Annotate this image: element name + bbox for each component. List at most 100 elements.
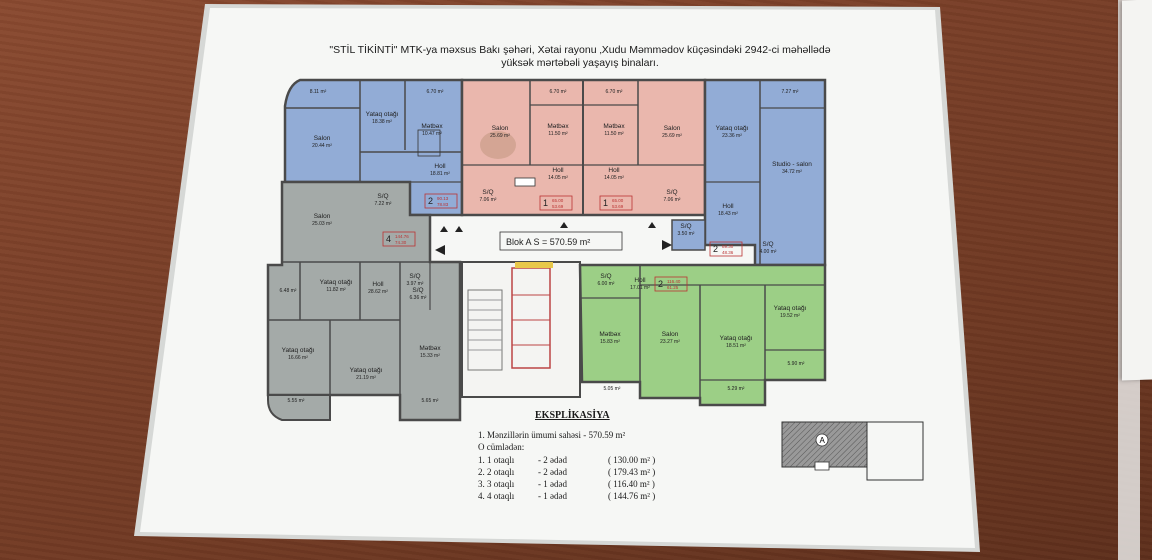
room-name: Mətbəx: [421, 123, 443, 130]
room-area: 6.70 m²: [427, 89, 444, 95]
room-area: 14.05 m²: [604, 175, 624, 181]
room-area: 11.50 m²: [548, 131, 568, 137]
room-name: S/Q: [409, 273, 420, 280]
room-area: 6.48 m²: [280, 288, 297, 294]
room-area: 18.51 m²: [726, 343, 746, 349]
apartment-green: [578, 263, 827, 407]
apartment-grey-left: [266, 180, 462, 422]
apartment-tag-box: [539, 195, 573, 211]
room-area: 18.43 m²: [718, 211, 738, 217]
apartment-living-area: 74.30: [395, 240, 407, 245]
row-name: 4. 4 otaqlı: [478, 491, 515, 501]
apartment-room-count: 2: [428, 196, 433, 206]
room-area: 18.38 m²: [372, 119, 392, 125]
plan-title: "STİL TİKİNTİ" MTK-ya məxsus Bakı şəhəri…: [315, 44, 845, 70]
room-area: 10.47 m²: [422, 131, 442, 137]
explication-title: EKSPLİKASİYA: [535, 410, 610, 421]
apartment-room-count: 4: [386, 234, 391, 244]
stair-core: [461, 261, 581, 398]
room-name: Yataq otağı: [282, 347, 315, 354]
row-area: ( 144.76 m² ): [608, 491, 656, 501]
site-plan-inset: A: [781, 421, 924, 481]
apartment-total-area: 116.40: [667, 279, 681, 284]
room-name: Studio - salon: [772, 161, 812, 168]
explication-row: 2. 2 otaqlı - 2 ədəd ( 179.43 m² ): [478, 467, 655, 477]
room-area: 5.65 m²: [422, 398, 439, 404]
room-area: 19.52 m²: [780, 313, 800, 319]
row-count: - 2 ədəd: [538, 467, 567, 477]
room-name: Holl: [372, 281, 384, 288]
room-area: 20.44 m²: [312, 143, 332, 149]
title-line-1: "STİL TİKİNTİ" MTK-ya məxsus Bakı şəhəri…: [329, 44, 831, 56]
row-name: 3. 3 otaqlı: [478, 479, 515, 489]
room-area: 25.69 m²: [490, 133, 510, 139]
apartment-total-area: 144.76: [395, 234, 409, 239]
apartment-total-area: 65.00: [552, 198, 564, 203]
room-area: 6.70 m²: [550, 89, 567, 95]
room-area: 15.83 m²: [600, 339, 620, 345]
room-name: Yataq otağı: [720, 335, 753, 342]
room-name: S/Q: [680, 223, 691, 230]
apartment-room-count: 1: [603, 198, 608, 208]
room-area: 34.72 m²: [782, 169, 802, 175]
room-name: Mətbəx: [599, 331, 621, 338]
room-area: 5.55 m²: [288, 398, 305, 404]
room-area: 8.11 m²: [310, 89, 327, 95]
title-line-2: yüksək mərtəbəli yaşayış binaları.: [501, 57, 659, 69]
room-area: 6.36 m²: [410, 295, 427, 301]
row-area: ( 130.00 m² ): [608, 455, 656, 465]
room-name: Yataq otağı: [366, 111, 399, 118]
room-area: 7.06 m²: [664, 197, 681, 203]
room-name: S/Q: [762, 241, 773, 248]
row-name: 2. 2 otaqlı: [478, 467, 515, 477]
explication-row: 1. 1 otaqlı - 2 ədəd ( 130.00 m² ): [478, 455, 655, 465]
room-area: 5.05 m²: [604, 386, 621, 392]
room-name: Yataq otağı: [320, 279, 353, 286]
room-name: S/Q: [412, 287, 423, 294]
apartment-living-area: 53.69: [552, 204, 564, 209]
room-area: 7.22 m²: [375, 201, 392, 207]
room-name: Mətbəx: [419, 345, 441, 352]
row-count: - 2 ədəd: [538, 455, 567, 465]
room-name: Yataq otağı: [716, 125, 749, 132]
room-name: Holl: [722, 203, 734, 210]
row-name: 1. 1 otaqlı: [478, 455, 515, 465]
room-area: 4.00 m²: [760, 249, 777, 255]
room-area: 17.01 m²: [630, 285, 650, 291]
row-area: ( 179.43 m² ): [608, 467, 656, 477]
apartment-room-count: 2: [658, 279, 663, 289]
apartment-pink-top: [460, 78, 707, 217]
apartment-living-area: 53.69: [612, 204, 624, 209]
room-name: Holl: [434, 163, 446, 170]
room-area: 15.33 m²: [420, 353, 440, 359]
room-area: 3.97 m²: [407, 281, 424, 287]
room-name: Salon: [492, 125, 509, 132]
room-area: 25.69 m²: [662, 133, 682, 139]
room-name: S/Q: [482, 189, 493, 196]
room-area: 5.29 m²: [728, 386, 745, 392]
room-name: S/Q: [377, 193, 388, 200]
apartment-living-area: 61.25: [667, 285, 679, 290]
room-name: Yataq otağı: [774, 305, 807, 312]
room-name: Salon: [662, 331, 679, 338]
room-area: 5.90 m²: [788, 361, 805, 367]
room-area: 18.81 m²: [430, 171, 450, 177]
room-area: 11.82 m²: [326, 287, 346, 293]
room-area: 28.62 m²: [368, 289, 388, 295]
explication-including: O cümlədən:: [478, 442, 525, 452]
room-name: Holl: [552, 167, 564, 174]
room-name: S/Q: [666, 189, 677, 196]
apartment-living-area: 48.36: [722, 250, 734, 255]
room-area: 14.05 m²: [548, 175, 568, 181]
row-area: ( 116.40 m² ): [608, 479, 655, 489]
explication-total: 1. Mənzillərin ümumi sahəsi - 570.59 m²: [478, 430, 626, 440]
room-name: Yataq otağı: [350, 367, 383, 374]
apartment-room-count: 1: [543, 198, 548, 208]
room-area: 7.06 m²: [480, 197, 497, 203]
apartment-total-area: 90.13: [437, 196, 449, 201]
